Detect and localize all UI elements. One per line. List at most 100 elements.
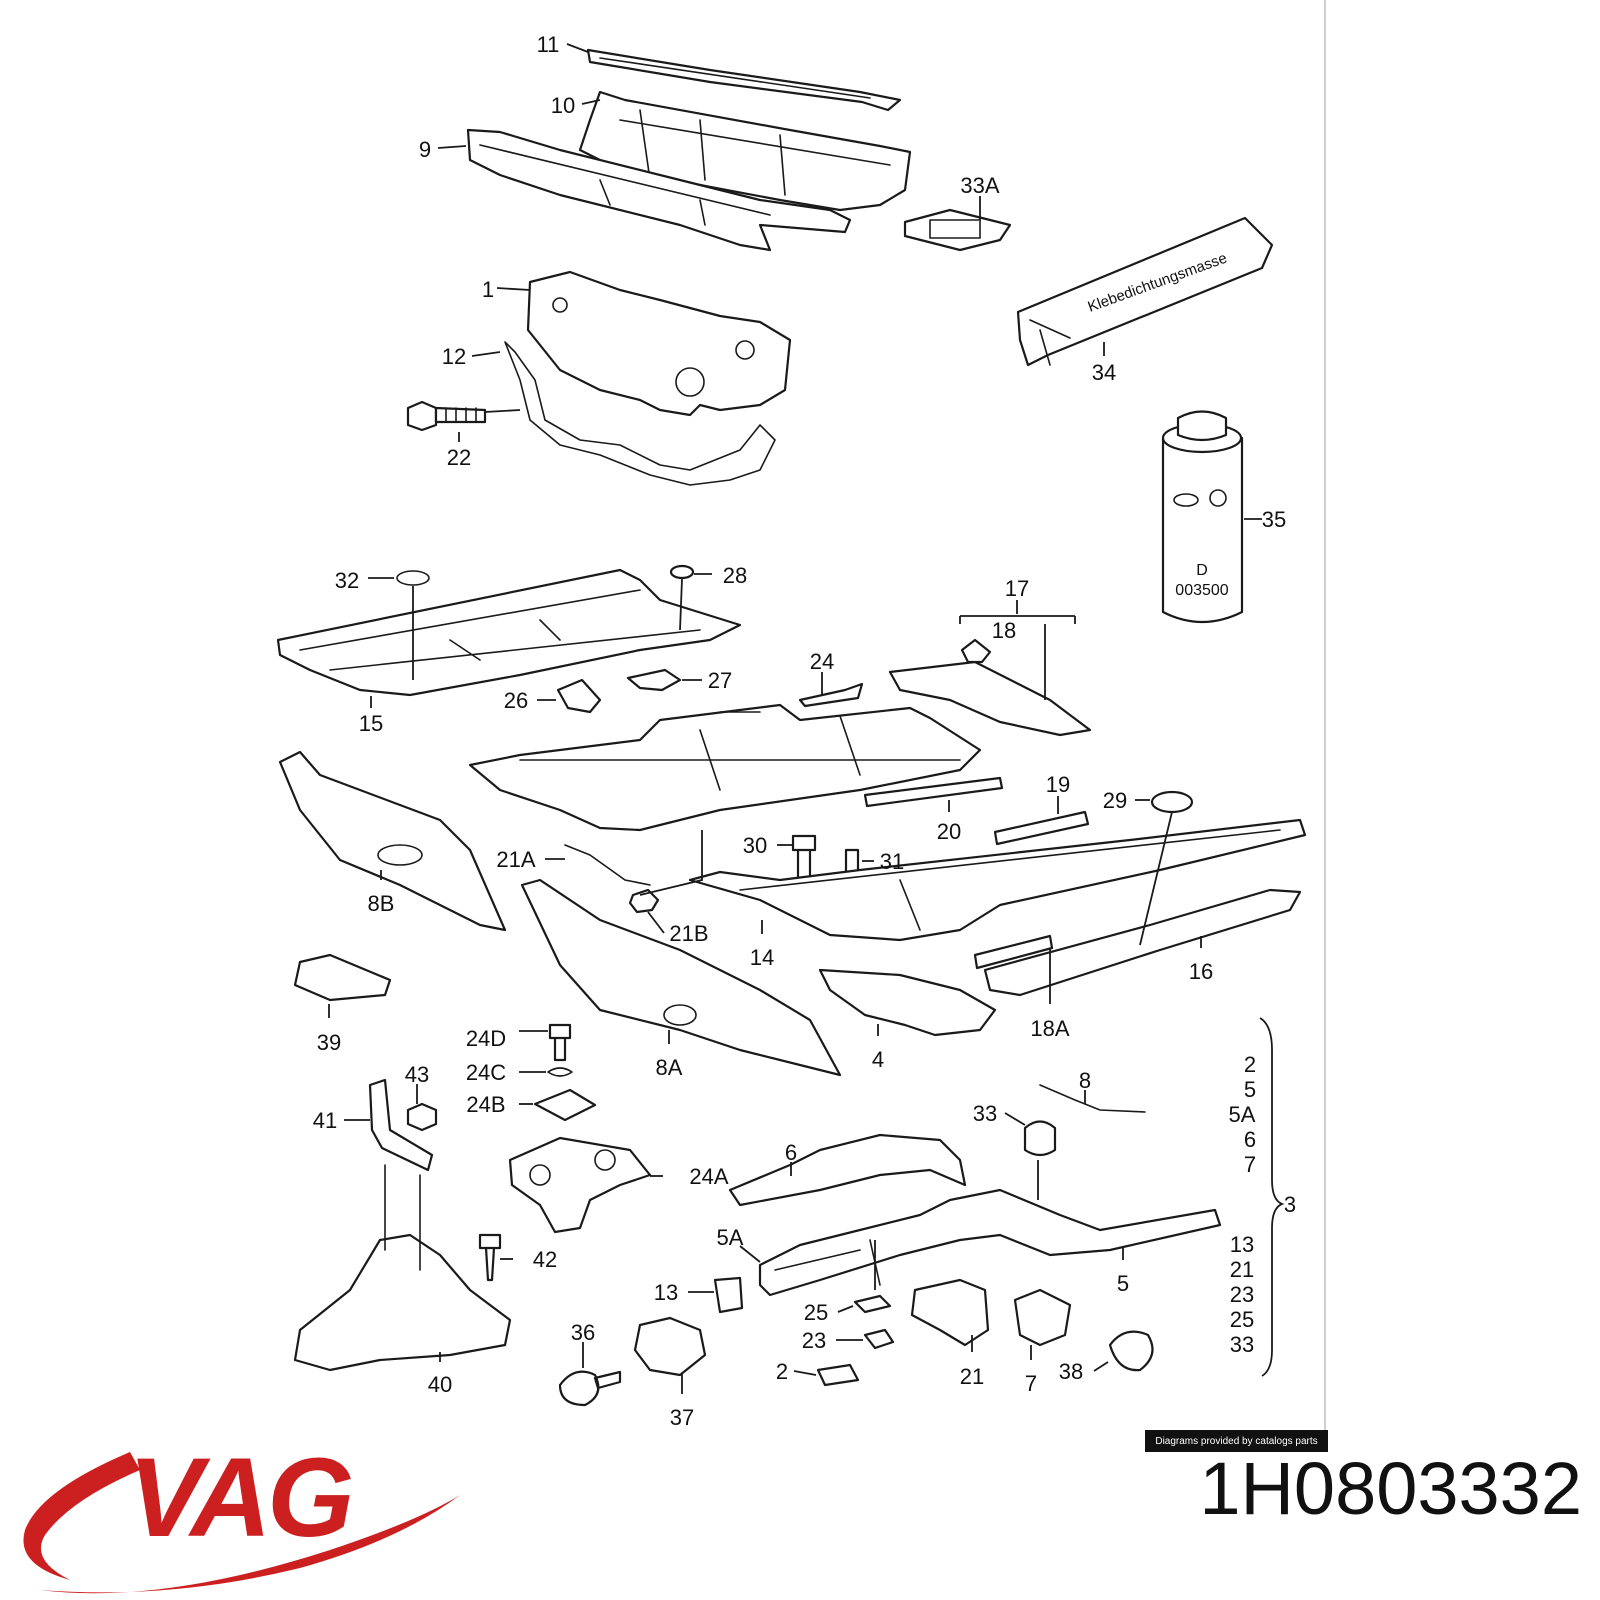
part-5-side-rail [758, 1188, 1222, 1297]
part-43-nut [406, 1102, 438, 1132]
part-35-sealant-can [1161, 410, 1244, 624]
callout-15: 15 [359, 711, 383, 736]
callout-11: 11 [537, 32, 560, 57]
callout-26: 26 [504, 688, 528, 713]
part-37-bracket [633, 1316, 707, 1377]
callout-6: 6 [785, 1140, 797, 1165]
part-41-bracket [368, 1078, 434, 1172]
brand-logo-swoosh [23, 1452, 460, 1594]
callout-28: 28 [723, 563, 747, 588]
part-19-strip [993, 810, 1090, 846]
callout-21: 21 [960, 1364, 984, 1389]
group-item: 6 [1244, 1127, 1256, 1152]
callout-21A: 21A [496, 847, 535, 872]
callout-1: 1 [482, 277, 494, 302]
callout-5A: 5A [717, 1225, 744, 1250]
part-24A-mount [508, 1136, 652, 1234]
callout-39: 39 [317, 1030, 341, 1055]
part-18A-strip [973, 934, 1054, 970]
part-10-plenum [578, 90, 912, 212]
logo-swoosh [23, 1452, 140, 1580]
callout-12: 12 [442, 344, 466, 369]
callout-24C: 24C [466, 1060, 506, 1085]
part-36-eye-bolt [558, 1370, 622, 1407]
callout-25: 25 [804, 1300, 828, 1325]
part-24C-washer [547, 1067, 573, 1077]
part-39-bracket [293, 953, 392, 1002]
part-23-nut [863, 1328, 895, 1350]
part-6-cross-member [728, 1133, 967, 1207]
part-24A-hole [529, 1164, 551, 1186]
part-21B-nut [628, 888, 660, 914]
part-8A-inner-side [520, 878, 842, 1077]
part-8B-hole [377, 844, 423, 866]
part-14-rear-floor [688, 818, 1307, 942]
group-ref: 3 [1284, 1192, 1296, 1217]
callout-29: 29 [1103, 788, 1127, 813]
callout-8A: 8A [656, 1055, 683, 1080]
callout-9: 9 [419, 137, 431, 162]
callout-21B: 21B [669, 921, 708, 946]
callout-4: 4 [872, 1047, 884, 1072]
callout-32: 32 [335, 568, 359, 593]
group-item: 5A [1229, 1102, 1256, 1127]
group-list: 2 5 5A 6 7 13 21 23 25 33 3 [1229, 1052, 1297, 1357]
part-40-mount [293, 1233, 512, 1372]
part-28-plug [669, 564, 695, 580]
group-item: 21 [1230, 1257, 1254, 1282]
part-1-insulation-panel [526, 270, 792, 417]
part-8A-hole [663, 1004, 697, 1026]
callout-19: 19 [1046, 772, 1070, 797]
callout-2: 2 [776, 1359, 788, 1384]
callout-42: 42 [533, 1247, 557, 1272]
part-11-detail [599, 57, 871, 99]
part-8-strut [1039, 1084, 1146, 1113]
part-1-hole [675, 367, 705, 397]
frame-divider [1324, 0, 1326, 1448]
part-26-bracket [556, 678, 602, 714]
part-21A-bracket [564, 844, 651, 886]
part-21-bracket [910, 1278, 990, 1347]
callout-8B: 8B [368, 891, 395, 916]
part-22-bolt [406, 400, 487, 432]
part-38-filler-housing [1108, 1330, 1154, 1372]
group-item: 25 [1230, 1307, 1254, 1332]
part-center-tunnel-detail [519, 711, 961, 791]
part-13-bracket [713, 1276, 744, 1314]
part-32-plug [396, 570, 430, 586]
callout-7: 7 [1025, 1371, 1037, 1396]
leader-lines [328, 43, 1285, 1394]
part-number: 1H0803332 [1199, 1447, 1582, 1530]
callout-16: 16 [1189, 959, 1213, 984]
callout-38: 38 [1059, 1359, 1083, 1384]
part-4-floor-section [818, 968, 997, 1037]
part-9-bulkhead [466, 128, 852, 252]
callout-13: 13 [654, 1280, 678, 1305]
callout-24A: 24A [689, 1164, 728, 1189]
part-42-screw [478, 1233, 502, 1282]
part-18-clip [960, 638, 992, 664]
group-item: 7 [1244, 1152, 1256, 1177]
callout-33: 33 [973, 1101, 997, 1126]
callout-22: 22 [447, 445, 471, 470]
callout-33A-top: 33A [960, 173, 999, 198]
callout-30: 30 [743, 833, 767, 858]
part-16-floor-edge [983, 888, 1302, 997]
part-33-grommet [1023, 1120, 1057, 1157]
part-33A-plate [903, 208, 1012, 252]
part-20-strip [863, 776, 1004, 808]
callout-18: 18 [992, 618, 1016, 643]
callout-36: 36 [571, 1320, 595, 1345]
callout-31: 31 [880, 849, 904, 874]
group-item: 2 [1244, 1052, 1256, 1077]
brand-wordmark: VAG [128, 1435, 354, 1560]
callout-18A: 18A [1030, 1016, 1069, 1041]
part-14-detail [739, 829, 1281, 931]
callout-24D: 24D [466, 1026, 506, 1051]
callout-17: 17 [1005, 576, 1029, 601]
group-item: 5 [1244, 1077, 1256, 1102]
callout-23: 23 [802, 1328, 826, 1353]
part-34-sealant-tube [1016, 216, 1274, 367]
